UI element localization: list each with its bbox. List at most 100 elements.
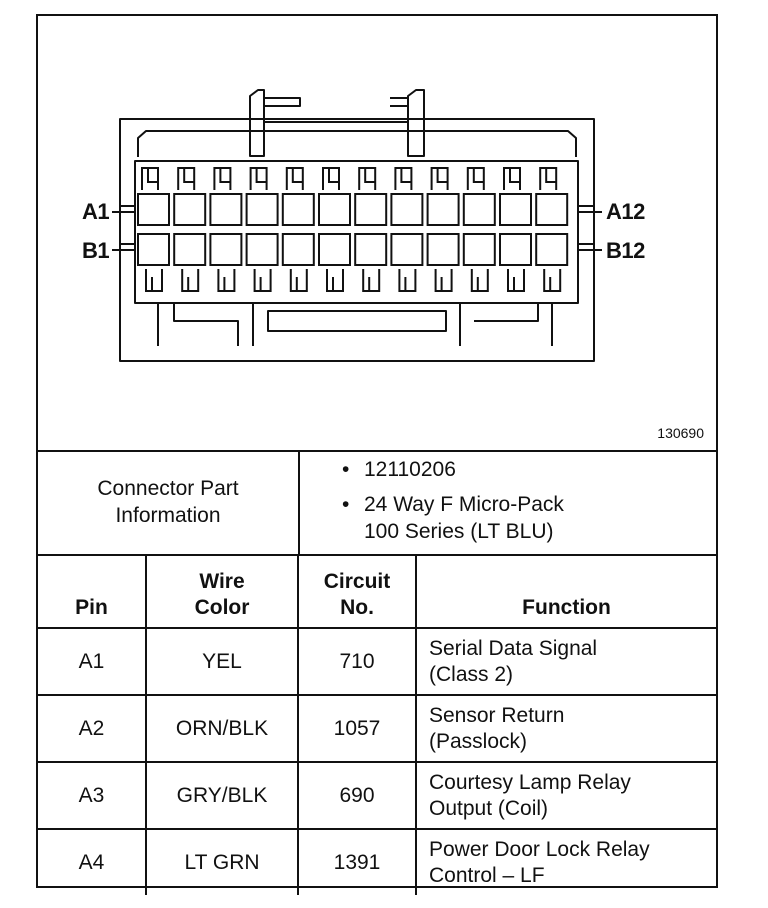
part-number-item: 12110206	[338, 456, 564, 483]
cavity-a1	[137, 193, 170, 226]
terminal-lock-b6	[326, 269, 344, 292]
connector-part-info: Connector Part Information 12110206 24 W…	[38, 450, 716, 556]
connector-sheet: A1 B1 A12 B12 130690 Connector Part Info…	[36, 14, 718, 895]
pin-label-a12: A12	[606, 199, 645, 224]
header-wire-line2: Color	[194, 596, 250, 619]
wire-color-cell: LT GRN	[145, 828, 299, 895]
circuit-cell: 690	[297, 761, 417, 830]
header-wire-line1: Wire	[199, 570, 245, 593]
terminal-lock-b4	[253, 269, 272, 292]
function-line2: (Passlock)	[429, 729, 528, 753]
cavity-a6	[318, 193, 351, 226]
table-row: A1 YEL 710 Serial Data Signal(Class 2)	[38, 627, 716, 696]
right-latch-tab	[390, 97, 409, 107]
wire-color-cell: YEL	[145, 627, 299, 696]
terminal-lock-b11	[507, 269, 525, 292]
terminal-lock-b7	[362, 269, 381, 292]
connector-part-list: 12110206 24 Way F Micro-Pack 100 Series …	[338, 456, 564, 545]
header-function: Function	[415, 554, 716, 629]
cavity-b4	[245, 233, 279, 266]
terminal-lock-a7	[358, 167, 377, 190]
function-cell: Sensor Return(Passlock)	[415, 694, 716, 763]
pin-label-a1: A1	[82, 199, 110, 224]
pin-cell: A1	[38, 627, 147, 696]
pin-cell: A3	[38, 761, 147, 830]
terminal-lock-a12	[539, 167, 558, 190]
function-line1: Power Door Lock Relay	[429, 837, 650, 861]
circuit-cell: 1057	[297, 694, 417, 763]
terminal-lock-a4	[249, 167, 268, 190]
terminal-lock-a11	[503, 167, 521, 190]
cavity-a10	[462, 193, 496, 226]
terminal-lock-b1	[145, 269, 163, 292]
polarization-slot	[267, 310, 447, 332]
terminal-lock-a10	[466, 167, 485, 190]
connector-figure: A1 B1 A12 B12 130690	[38, 16, 716, 452]
connector-top-rim	[137, 130, 577, 157]
terminal-lock-b3	[217, 269, 236, 292]
cavity-a7	[354, 193, 388, 226]
cavity-a2	[173, 193, 207, 226]
terminal-lock-b8	[398, 269, 417, 292]
terminal-lock-b12	[543, 269, 562, 292]
pin-label-b1: B1	[82, 238, 110, 263]
terminal-lock-a6	[322, 167, 340, 190]
pin-cell: A4	[38, 828, 147, 895]
function-line1: Courtesy Lamp Relay	[429, 770, 631, 794]
figure-number: 130690	[657, 425, 704, 441]
connector-part-title-line1: Connector Part	[97, 477, 239, 500]
function-line1: Sensor Return	[429, 703, 565, 727]
header-pin-label: Pin	[75, 596, 108, 619]
connector-body	[134, 160, 579, 304]
connector-housing-outline	[119, 118, 595, 362]
connector-part-title-line2: Information	[115, 504, 221, 527]
part-description-line1: 24 Way F Micro-Pack	[364, 493, 564, 516]
connector-part-title: Connector Part Information	[38, 450, 300, 554]
terminal-lock-b9	[434, 269, 453, 292]
cavity-a3	[209, 193, 243, 226]
terminal-lock-a3	[213, 167, 232, 190]
pin-cell: A2	[38, 694, 147, 763]
cavity-a5	[281, 193, 315, 226]
cavity-b8	[390, 233, 424, 266]
right-latch	[407, 89, 425, 131]
header-function-label: Function	[522, 596, 611, 619]
part-number: 12110206	[364, 458, 456, 481]
cavity-a4	[245, 193, 279, 226]
terminal-lock-a9	[430, 167, 449, 190]
function-cell: Serial Data Signal(Class 2)	[415, 627, 716, 696]
circuit-cell: 710	[297, 627, 417, 696]
cavity-a11	[499, 193, 532, 226]
header-pin: Pin	[38, 554, 147, 629]
terminal-lock-a8	[394, 167, 413, 190]
circuit-cell: 1391	[297, 828, 417, 895]
function-line1: Serial Data Signal	[429, 636, 598, 660]
cavity-b5	[281, 233, 315, 266]
terminal-lock-a2	[177, 167, 196, 190]
wire-color-cell: GRY/BLK	[145, 761, 299, 830]
cavity-b6	[318, 233, 351, 266]
header-circuit-line1: Circuit	[323, 570, 391, 593]
cavity-b3	[209, 233, 243, 266]
table-row: A2 ORN/BLK 1057 Sensor Return(Passlock)	[38, 694, 716, 763]
terminal-lock-a5	[285, 167, 304, 190]
cavity-b12	[535, 233, 569, 266]
cavity-b9	[426, 233, 460, 266]
left-latch-tab	[264, 97, 301, 107]
wire-color-cell: ORN/BLK	[145, 694, 299, 763]
cavity-a8	[390, 193, 424, 226]
terminal-lock-b5	[289, 269, 308, 292]
left-latch	[249, 89, 265, 131]
cavity-b7	[354, 233, 388, 266]
terminal-lock-b10	[470, 269, 489, 292]
function-line2: Control – LF	[429, 863, 545, 887]
terminal-lock-a1	[141, 167, 159, 190]
